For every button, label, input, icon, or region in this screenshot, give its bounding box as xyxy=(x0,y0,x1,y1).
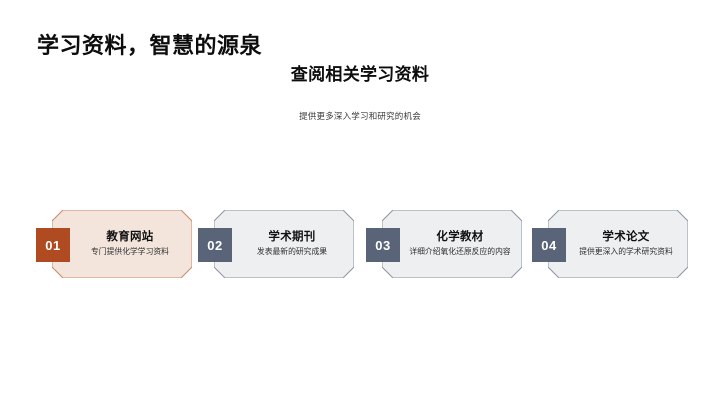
resource-card[interactable]: 04 学术论文 提供更深入的学术研究资料 xyxy=(532,210,688,278)
page-caption: 提供更多深入学习和研究的机会 xyxy=(299,111,421,121)
card-body: 教育网站 专门提供化学学习资料 xyxy=(74,210,186,278)
card-polygon xyxy=(52,210,192,278)
card-description: 发表最新的研究成果 xyxy=(256,247,328,257)
card-number-text: 01 xyxy=(45,237,61,253)
card-shape-chamfered xyxy=(52,210,192,278)
page-title: 学习资料，智慧的源泉 xyxy=(37,33,263,58)
card-number-text: 02 xyxy=(207,237,223,253)
card-heading: 化学教材 xyxy=(436,230,484,243)
card-number-badge: 02 xyxy=(198,228,232,262)
card-number-text: 04 xyxy=(541,237,557,253)
card-number-badge: 03 xyxy=(366,228,400,262)
card-shape-chamfered xyxy=(214,210,354,278)
card-body: 学术期刊 发表最新的研究成果 xyxy=(236,210,348,278)
card-number-text: 03 xyxy=(375,237,391,253)
card-description: 详细介绍氧化还原反应的内容 xyxy=(409,247,511,257)
card-polygon xyxy=(548,210,688,278)
card-heading: 学术论文 xyxy=(602,230,650,243)
card-polygon xyxy=(382,210,522,278)
card-description: 专门提供化学学习资料 xyxy=(91,247,169,257)
page-subtitle: 查阅相关学习资料 xyxy=(290,65,430,84)
card-number-badge: 01 xyxy=(36,228,70,262)
resource-card[interactable]: 03 化学教材 详细介绍氧化还原反应的内容 xyxy=(366,210,522,278)
card-body: 化学教材 详细介绍氧化还原反应的内容 xyxy=(404,210,516,278)
resource-card[interactable]: 01 教育网站 专门提供化学学习资料 xyxy=(36,210,192,278)
card-description: 提供更深入的学术研究资料 xyxy=(579,247,673,257)
resource-card[interactable]: 02 学术期刊 发表最新的研究成果 xyxy=(198,210,354,278)
resource-card-row: 01 教育网站 专门提供化学学习资料 02 学术期刊 发表最新的研究成果 03 xyxy=(0,210,720,290)
card-shape-chamfered xyxy=(548,210,688,278)
card-heading: 学术期刊 xyxy=(268,230,316,243)
card-heading: 教育网站 xyxy=(106,230,154,243)
card-number-badge: 04 xyxy=(532,228,566,262)
card-polygon xyxy=(214,210,354,278)
card-shape-chamfered xyxy=(382,210,522,278)
card-body: 学术论文 提供更深入的学术研究资料 xyxy=(570,210,682,278)
